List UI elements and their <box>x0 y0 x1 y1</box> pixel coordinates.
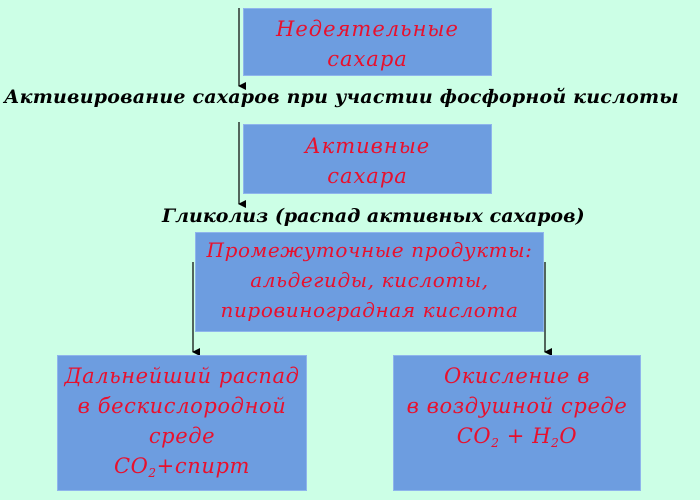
formula-subscript: 2 <box>551 436 560 450</box>
formula-subscript: 2 <box>148 466 157 480</box>
node-line: Дальнейший распад <box>64 364 300 388</box>
formula-part: O <box>559 424 578 448</box>
formula-part: + H <box>499 424 552 448</box>
aerobic-formula: CO2 + H2O <box>394 421 640 451</box>
node-line: в воздушной среде <box>406 394 628 418</box>
node-line: Промежуточные продукты: <box>206 238 533 262</box>
node-inactive-sugars: Недеятельные сахара <box>243 8 492 76</box>
node-intermediates: Промежуточные продукты: альдегиды, кисло… <box>195 232 544 332</box>
formula-subscript: 2 <box>491 436 500 450</box>
node-line: Окисление в <box>443 364 591 388</box>
node-line: Недеятельные <box>276 17 459 41</box>
node-line: сахара <box>327 47 408 71</box>
node-line: Активные <box>304 134 431 158</box>
formula-part: CO <box>113 454 149 478</box>
formula-part: +спирт <box>156 454 251 478</box>
step-activation: Активирование сахаров при участии фосфор… <box>4 86 679 108</box>
node-line: альдегиды, кислоты, <box>250 268 489 292</box>
node-line: сахара <box>327 164 408 188</box>
step-glycolysis: Гликолиз (распад активных сахаров) <box>162 205 585 227</box>
node-line: пировиноградная кислота <box>220 298 519 322</box>
anaerobic-formula: CO2+спирт <box>58 451 306 481</box>
formula-part: CO <box>456 424 492 448</box>
node-active-sugars: Активные сахара <box>243 124 492 194</box>
node-line: среде <box>148 424 216 448</box>
node-anaerobic: Дальнейший распад в бескислородной среде… <box>57 355 307 491</box>
node-line: в бескислородной <box>77 394 287 418</box>
node-aerobic: Окисление в в воздушной среде CO2 + H2O <box>393 355 641 491</box>
